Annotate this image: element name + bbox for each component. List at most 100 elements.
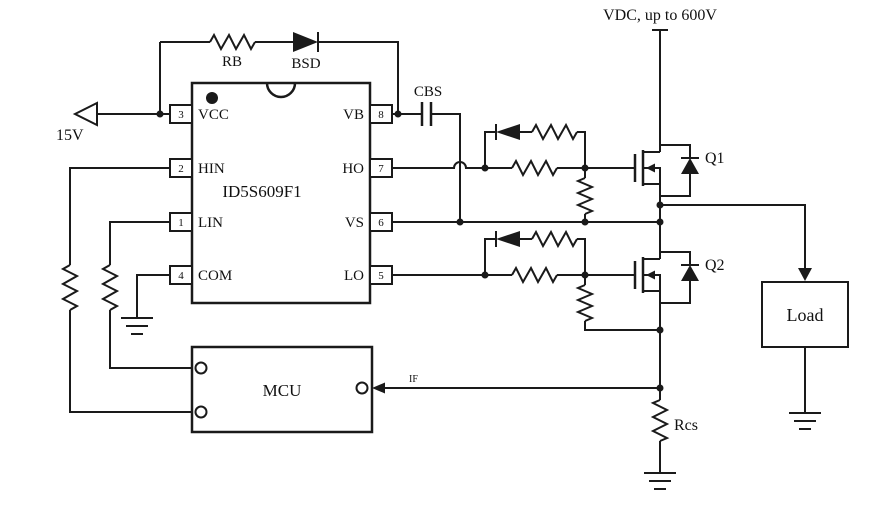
pin-box [169, 265, 193, 285]
mcu-terminal-bottom-left [194, 405, 208, 419]
pin-label: LIN [198, 215, 223, 231]
ground-lines [644, 472, 676, 490]
ic-pin-com: 4 COM [169, 265, 232, 285]
gate-resistor-q1-series [511, 158, 558, 178]
mcu-box [190, 345, 374, 434]
ic-pin-hin: 2 HIN [169, 158, 225, 178]
vdc-supply: VDC, up to 600V [603, 7, 717, 24]
ic-notch [265, 82, 297, 99]
rb-label: RB [222, 54, 242, 70]
capacitor-cbs [420, 102, 433, 126]
pin-number: 8 [378, 109, 384, 121]
junction-dot [481, 271, 489, 279]
junction-dot [656, 384, 664, 392]
gate-network-q2 [495, 229, 595, 322]
pin-number: 1 [178, 217, 184, 229]
q2-label: Q2 [705, 257, 725, 274]
gate-resistor-q2-top [531, 229, 578, 249]
pin-label: VS [345, 215, 364, 231]
ic-pin-vb: 8 VB [343, 104, 393, 124]
pin-number: 2 [178, 163, 184, 175]
wire-bootstrap-top [159, 41, 399, 114]
pin-box [369, 265, 393, 285]
load-box [761, 281, 849, 348]
lin-series-resistor [100, 264, 120, 311]
pin-number: 4 [178, 270, 184, 282]
ground-lines [789, 412, 821, 430]
ground-symbol-rcs [644, 472, 676, 490]
wire-q2-gate-branch [484, 238, 586, 275]
gate-pulldown-resistor-q2 [575, 284, 595, 322]
rcs-label: Rcs [674, 417, 698, 434]
gate-pulldown-resistor-q1 [575, 177, 595, 215]
ground-symbol-com [121, 317, 153, 335]
wire-com-to-ground [136, 274, 170, 318]
pin-label: HIN [198, 161, 225, 177]
bsd-label: BSD [291, 56, 320, 72]
pin-label: VB [343, 107, 364, 123]
pin-number: 5 [378, 270, 384, 282]
junction-dot [156, 110, 164, 118]
load-arrow [798, 268, 812, 281]
ground-symbol-load [789, 412, 821, 430]
diode-bsd [293, 32, 318, 52]
junction-dot [481, 164, 489, 172]
mcu-terminal-top-left [194, 361, 208, 375]
pin-box [169, 104, 193, 124]
ic-pin-lo: 5 LO [344, 265, 393, 285]
wire-vdc-rail [652, 29, 668, 152]
15v-input-arrow [72, 101, 98, 127]
pin-label: LO [344, 268, 364, 284]
vcc-input: 15V [56, 101, 98, 144]
load-block: Load [761, 268, 849, 348]
junction-dot [656, 326, 664, 334]
mosfet-q2: Q2 [633, 251, 725, 304]
pin-box [369, 104, 393, 124]
gate-diode-q2 [496, 231, 520, 247]
junction-dot [581, 218, 589, 226]
mcu-label: MCU [263, 381, 302, 400]
gate-resistor-q1-top [531, 122, 578, 142]
input-resistors [60, 264, 120, 311]
junction-dot [581, 271, 589, 279]
if-arrowhead [372, 382, 385, 394]
ic-pin-vcc: 3 VCC [169, 104, 229, 124]
ic-body [190, 81, 372, 305]
junction-dot [656, 201, 664, 209]
pin-box [369, 212, 393, 232]
gate-network-q1 [495, 122, 595, 215]
q1-substrate-arrow [646, 163, 655, 173]
ic-id5s609f1: ID5S609F1 3 VCC 2 HIN 1 LIN 4 COM 8 VB [169, 81, 393, 305]
wire-lin-to-mcu [109, 221, 192, 369]
wire-hin-to-mcu [69, 167, 192, 413]
pin-label: HO [342, 161, 364, 177]
mcu-terminal-right [355, 381, 369, 395]
resistor-rb [209, 32, 256, 52]
gate-diode-q1 [496, 124, 520, 140]
pin-label: COM [198, 268, 232, 284]
ic-pin-vs: 6 VS [345, 212, 393, 232]
gate-resistor-q2-series [511, 265, 558, 285]
load-label: Load [787, 305, 824, 325]
wire-ho [392, 161, 635, 169]
mcu-block: MCU IF [190, 345, 418, 434]
pin-number: 3 [178, 109, 184, 121]
cbs-label: CBS [414, 84, 442, 100]
vcc-15v-label: 15V [56, 127, 84, 144]
vdc-label: VDC, up to 600V [603, 7, 717, 24]
if-label: IF [409, 374, 418, 385]
q2-body-diode [681, 265, 699, 281]
q1-body-diode [681, 158, 699, 174]
hin-series-resistor [60, 264, 80, 311]
ic-pin-ho: 7 HO [342, 158, 393, 178]
q2-substrate-arrow [646, 270, 655, 280]
pin-number: 6 [378, 217, 384, 229]
pin-label: VCC [198, 107, 229, 123]
pin-box [369, 158, 393, 178]
pin-box [169, 158, 193, 178]
pin1-marker-dot [206, 92, 218, 104]
junction-dots [156, 110, 664, 392]
ic-pin-lin: 1 LIN [169, 212, 223, 232]
